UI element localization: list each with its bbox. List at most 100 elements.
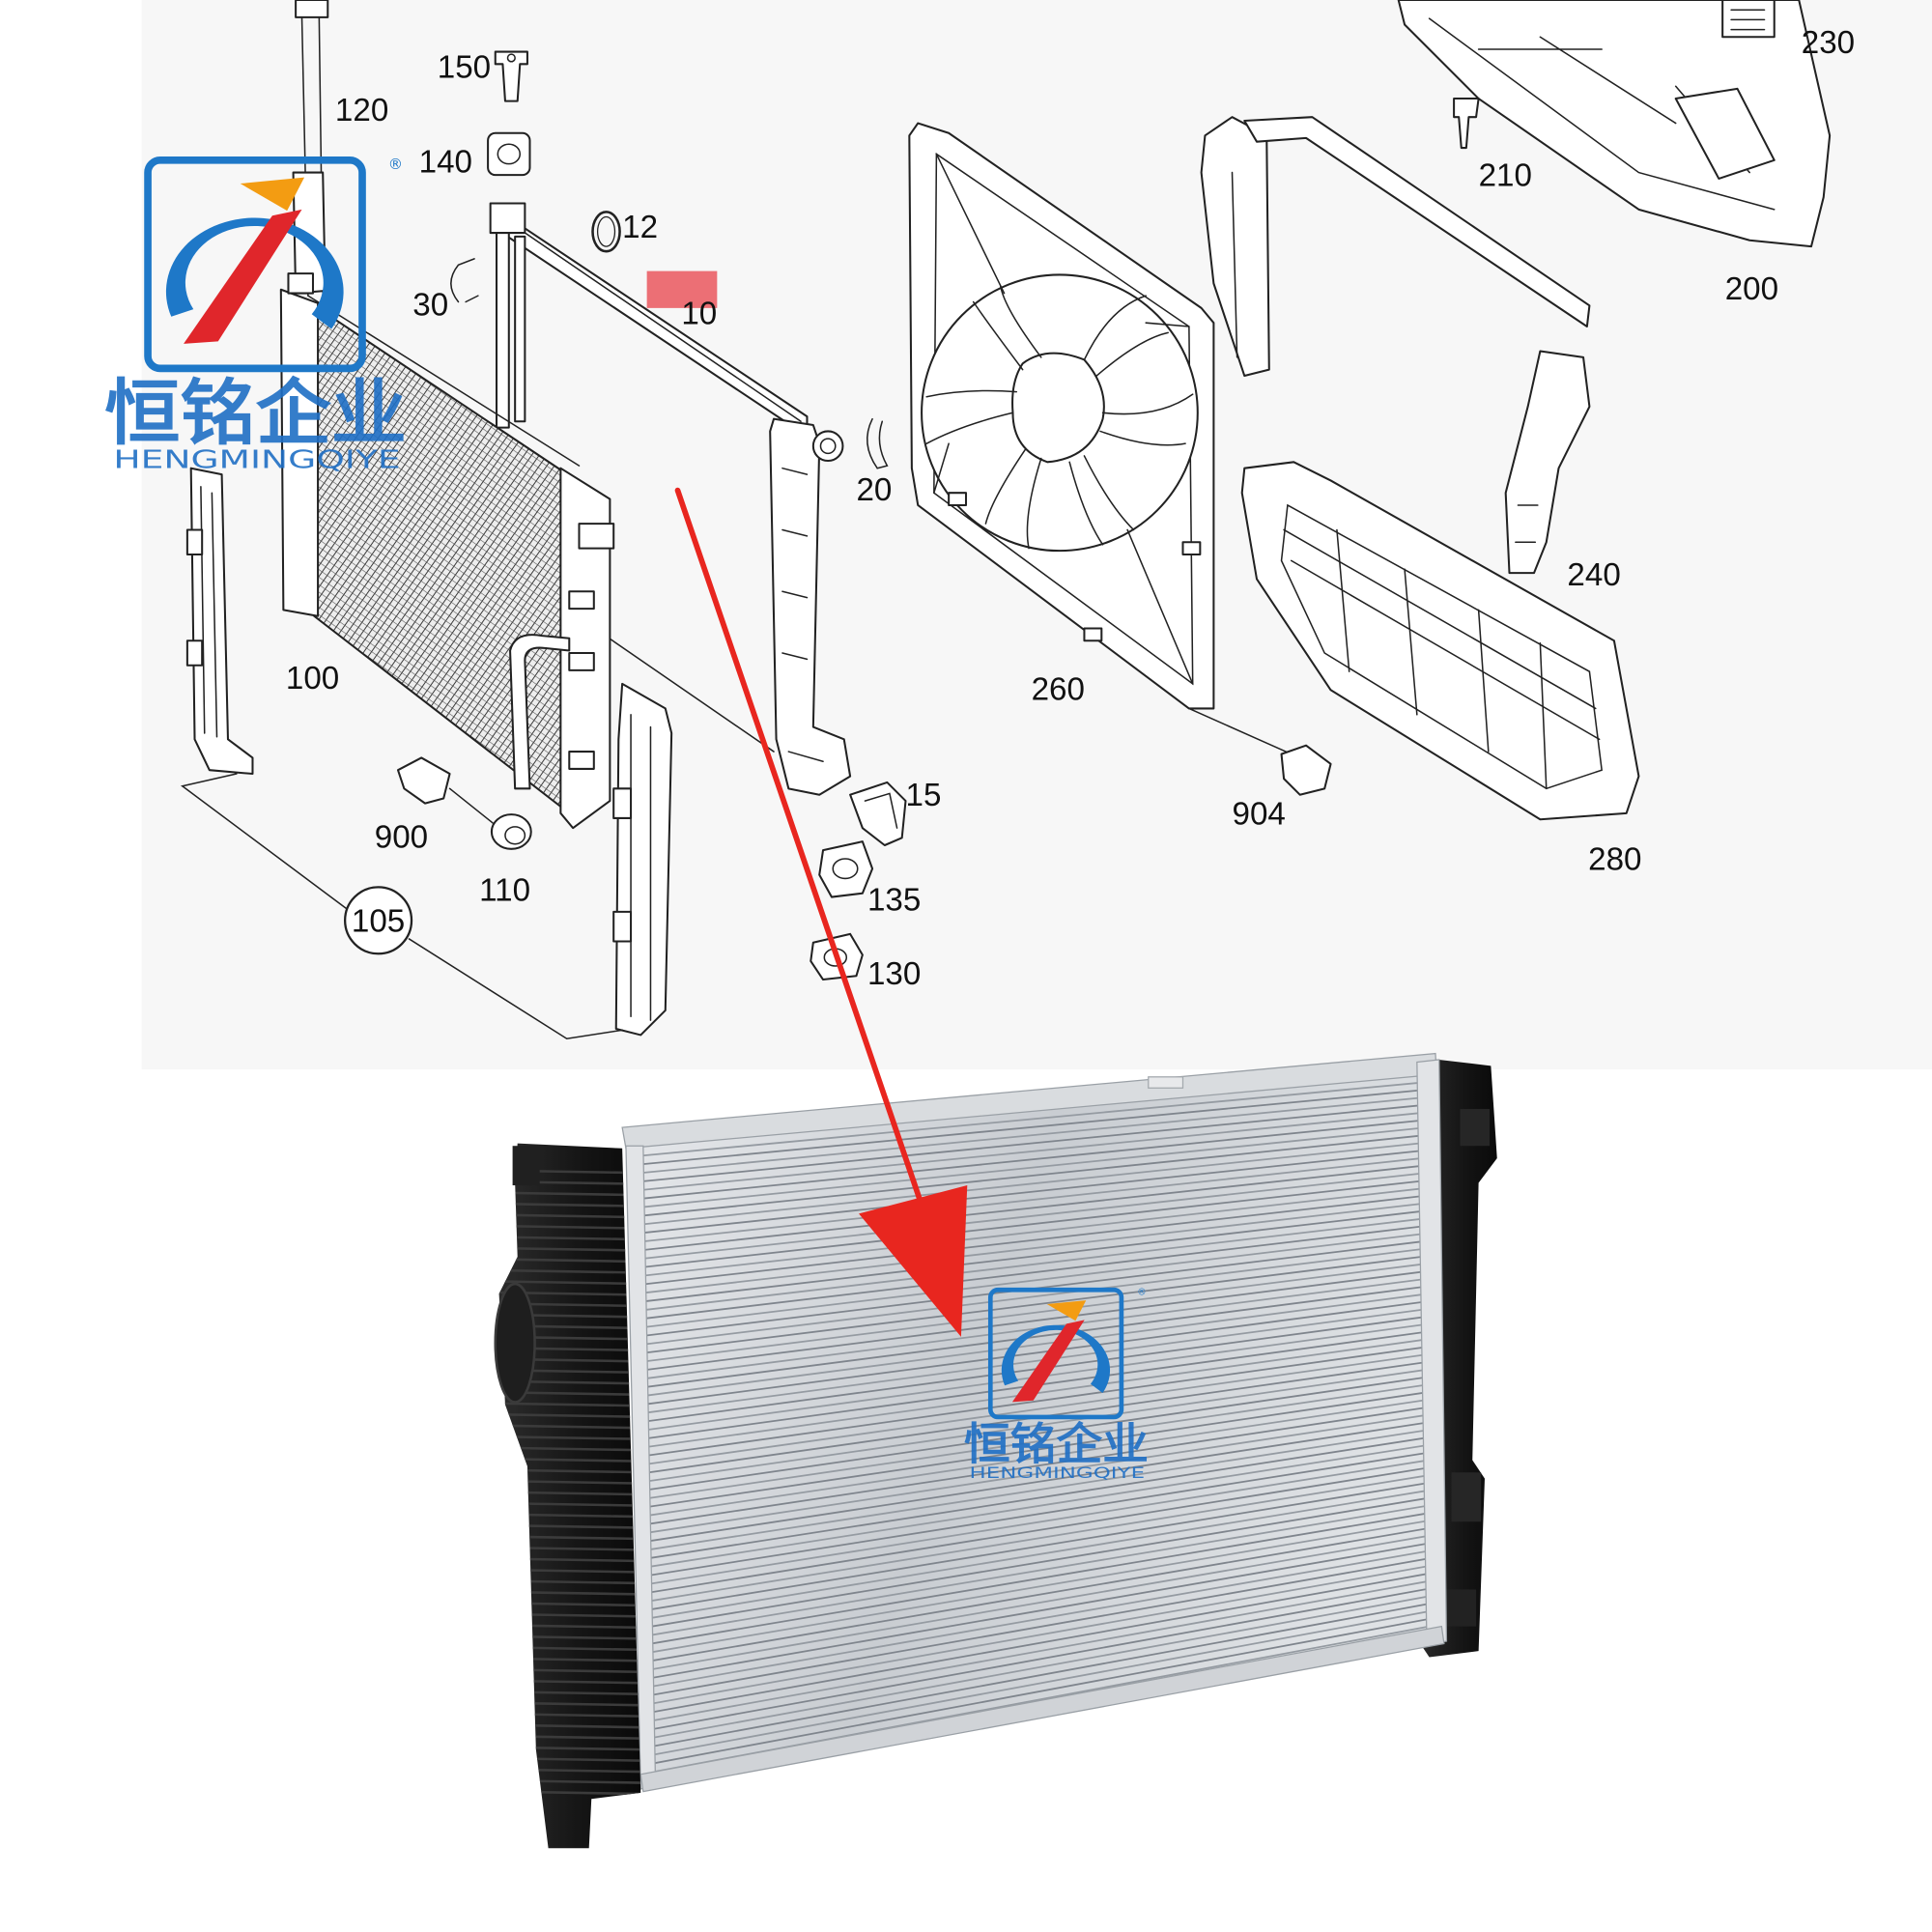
part-150-clip [494,50,528,102]
lower-side-bracket [612,682,673,1037]
hengming-logo-icon [144,156,366,373]
radiator-fin [642,1269,1430,1372]
radiator-fin [642,1512,1430,1647]
radiator-fin [642,1095,1430,1175]
logo-watermark-center: ® 恒铭企业 HENGMINGQIYE [964,1288,1149,1482]
radiator-fin [642,1352,1430,1466]
radiator-fin [642,1103,1430,1182]
label-280: 280 [1588,842,1641,878]
label-240: 240 [1567,557,1620,593]
brand-name-cn: 恒铭企业 [964,1419,1149,1470]
radiator-fin [642,1300,1430,1406]
hengming-logo-icon [987,1287,1124,1420]
radiator-right-frame [1416,1059,1448,1646]
tank-rib [498,1258,641,1264]
radiator-fin [642,1496,1430,1630]
tank-rib [498,1402,641,1407]
radiator-fin [642,1315,1430,1424]
radiator-fin [642,1474,1430,1604]
tank-rib [498,1202,641,1208]
logo-watermark-top: ® 恒铭企业 HENGMINGQIYE [104,156,407,475]
radiator-fin [642,1406,1430,1526]
radiator-fin [642,1489,1430,1621]
radiator-photo [494,1052,1497,1849]
label-105: 105 [352,903,405,939]
radiator-top-tab [1148,1076,1184,1089]
radiator-fin [642,1224,1430,1321]
tank-rib [498,1246,641,1252]
radiator-fin [642,1587,1430,1733]
radiator-fin [642,1202,1430,1294]
part-260-fan-shroud [908,122,1215,710]
radiator-fin [642,1232,1430,1329]
right-tank-boss [1460,1108,1491,1147]
radiator-fin [642,1307,1430,1415]
radiator-fin [642,1149,1430,1235]
group-105-leader-lines [180,773,623,1040]
part-15-sensor [849,781,907,847]
brand-name-en: HENGMINGQIYE [113,446,400,475]
label-210: 210 [1479,158,1532,194]
exploded-diagram [180,0,1832,1040]
part-140-grommet [487,131,531,177]
label-200: 200 [1725,271,1778,307]
radiator-fin [642,1164,1430,1252]
radiator-fin [642,1376,1430,1492]
part-900-bracket [396,756,494,824]
part-210-clip [1453,98,1480,150]
radiator-fin [642,1443,1430,1570]
radiator-fin [642,1398,1430,1518]
radiator-fin [642,1482,1430,1612]
radiator-fin [642,1088,1430,1166]
radiator-fin [642,1081,1430,1157]
radiator-fin [642,1368,1430,1484]
radiator-fin [642,1429,1430,1552]
brand-name-en: HENGMINGQIYE [969,1464,1145,1482]
radiator-fin [642,1413,1430,1535]
part-10-highlight [646,270,718,308]
part-200-upper-carrier [1397,0,1832,248]
radiator-fin [642,1542,1430,1681]
part-135-cap [818,840,874,898]
label-15: 15 [906,778,942,813]
tank-rib [498,1413,641,1419]
label-110: 110 [479,872,530,908]
radiator-fin [642,1391,1430,1509]
radiator-fin [642,1557,1430,1698]
label-30: 30 [412,288,448,324]
arrow-head [859,1185,968,1337]
radiator-fin [642,1133,1430,1217]
radiator-fin [642,1617,1430,1767]
radiator-fin [642,1383,1430,1501]
radiator-fin [642,1603,1430,1749]
part-10-radiator [489,202,852,796]
radiator-fin [642,1125,1430,1208]
part-20-clip [867,417,889,469]
part-280-air-duct [1240,461,1640,821]
radiator-fin [642,1255,1430,1354]
radiator-fin [642,1293,1430,1398]
label-230: 230 [1802,25,1855,61]
registered-mark: ® [388,156,403,173]
label-904: 904 [1233,796,1286,832]
left-side-bracket [185,467,254,776]
radiator-fin [642,1247,1430,1346]
label-130: 130 [867,956,921,992]
right-tank-boss [1443,1589,1477,1627]
right-tank-boss [1451,1472,1482,1522]
radiator-fin [642,1565,1430,1707]
radiator-fin [642,1504,1430,1638]
tank-rib [498,1224,641,1230]
label-20: 20 [856,472,892,508]
radiator-fin [642,1527,1430,1664]
radiator-bottom-frame [639,1625,1445,1793]
part-110-grommet [490,813,532,850]
radiator-fin [642,1534,1430,1672]
tank-rib [498,1191,641,1197]
tank-rib [498,1213,641,1219]
label-140: 140 [419,145,472,181]
label-260: 260 [1032,671,1085,707]
radiator-fin [642,1595,1430,1742]
radiator-fin [642,1111,1430,1191]
